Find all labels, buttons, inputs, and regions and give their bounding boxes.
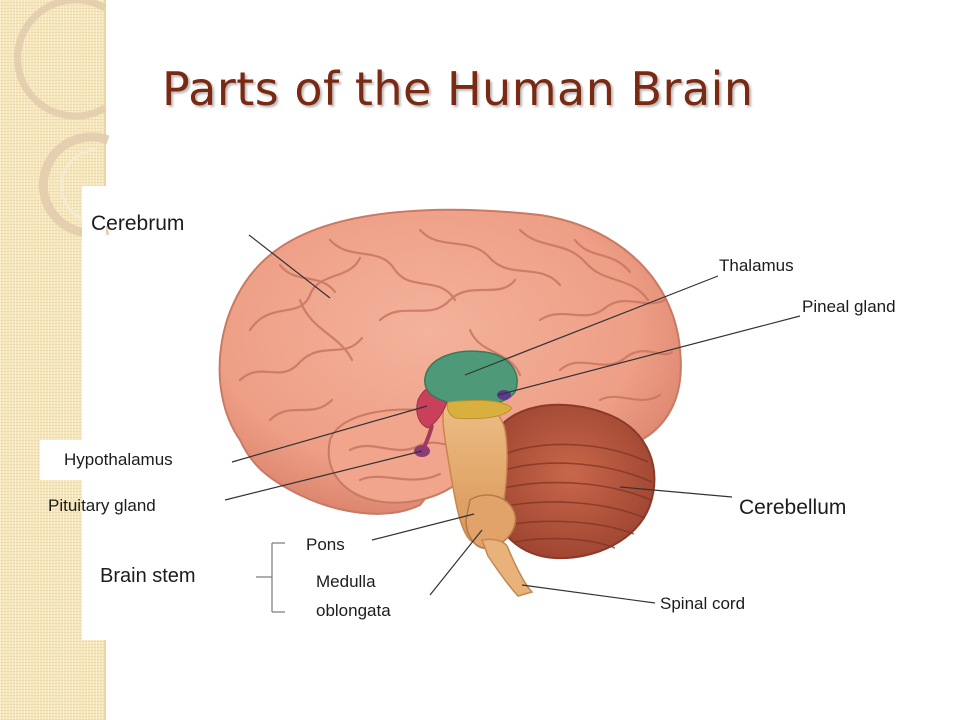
label-cerebrum: Cerebrum: [91, 212, 185, 235]
label-spinal-cord: Spinal cord: [660, 594, 746, 613]
label-thalamus: Thalamus: [719, 256, 794, 275]
thalamus-shape: [424, 350, 518, 407]
brain-stem-bracket: [256, 542, 285, 613]
label-panel: [82, 186, 106, 640]
hypothalamus-label-background: [40, 440, 210, 480]
spinal-cord-shape: [480, 538, 534, 597]
label-pituitary-gland: Pituitary gland: [48, 496, 156, 515]
label-oblongata: oblongata: [316, 601, 391, 620]
leader-lines: [224, 234, 801, 604]
label-medulla: Medulla: [316, 572, 376, 591]
label-pineal-gland: Pineal gland: [802, 297, 896, 316]
cerebellum-shape: [486, 403, 656, 560]
cerebellum-folia: [495, 443, 653, 549]
midbrain-shape: [446, 399, 513, 420]
label-pons: Pons: [306, 535, 345, 554]
label-brain-stem: Brain stem: [100, 565, 196, 587]
label-cerebellum: Cerebellum: [739, 496, 847, 519]
page-title: Parts of the Human Brain: [162, 62, 754, 116]
label-hypothalamus: Hypothalamus: [64, 450, 173, 469]
